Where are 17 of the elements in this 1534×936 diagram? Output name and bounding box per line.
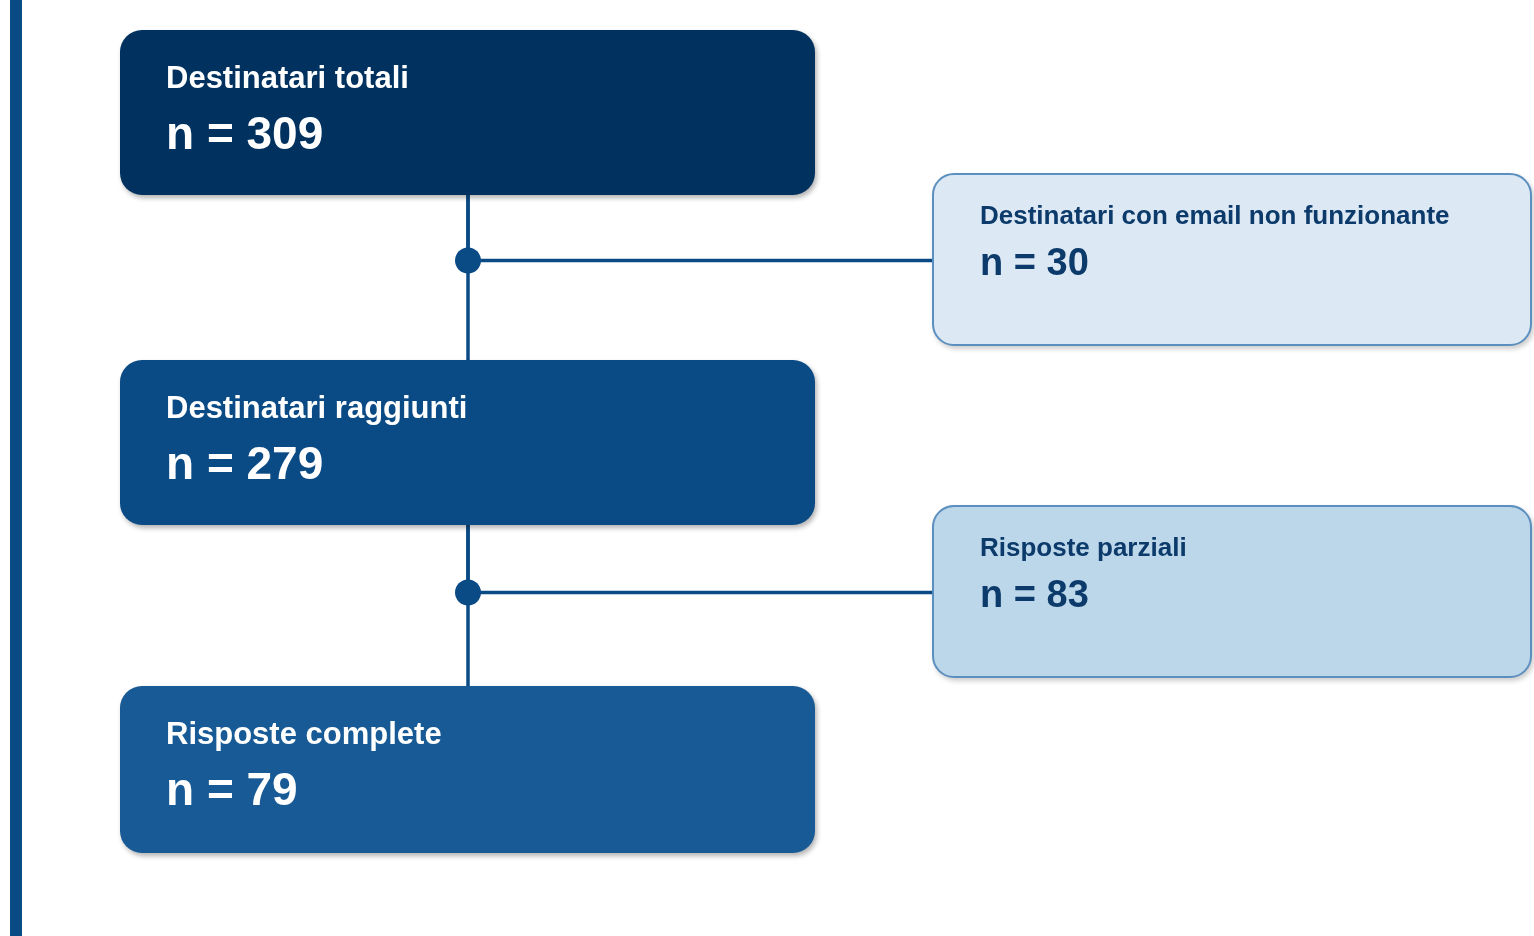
count-value: n = 79 xyxy=(166,762,298,817)
count-value: n = 83 xyxy=(980,572,1089,617)
count-value: n = 309 xyxy=(166,106,324,161)
box-heading: Risposte parziali xyxy=(980,531,1187,564)
box-heading: Risposte complete xyxy=(166,715,442,753)
count-value: n = 30 xyxy=(980,240,1089,285)
connector-line xyxy=(466,525,932,595)
process-box xyxy=(120,30,815,195)
process-box xyxy=(120,686,815,853)
box-heading: Destinatari con email non funzionante xyxy=(980,199,1450,232)
count-value: n = 279 xyxy=(166,436,324,491)
connector-line xyxy=(466,195,932,263)
process-box xyxy=(120,360,815,525)
box-heading: Destinatari totali xyxy=(166,59,409,97)
process-box xyxy=(932,505,1532,678)
box-heading: Destinatari raggiunti xyxy=(166,389,468,427)
process-box xyxy=(932,173,1532,346)
